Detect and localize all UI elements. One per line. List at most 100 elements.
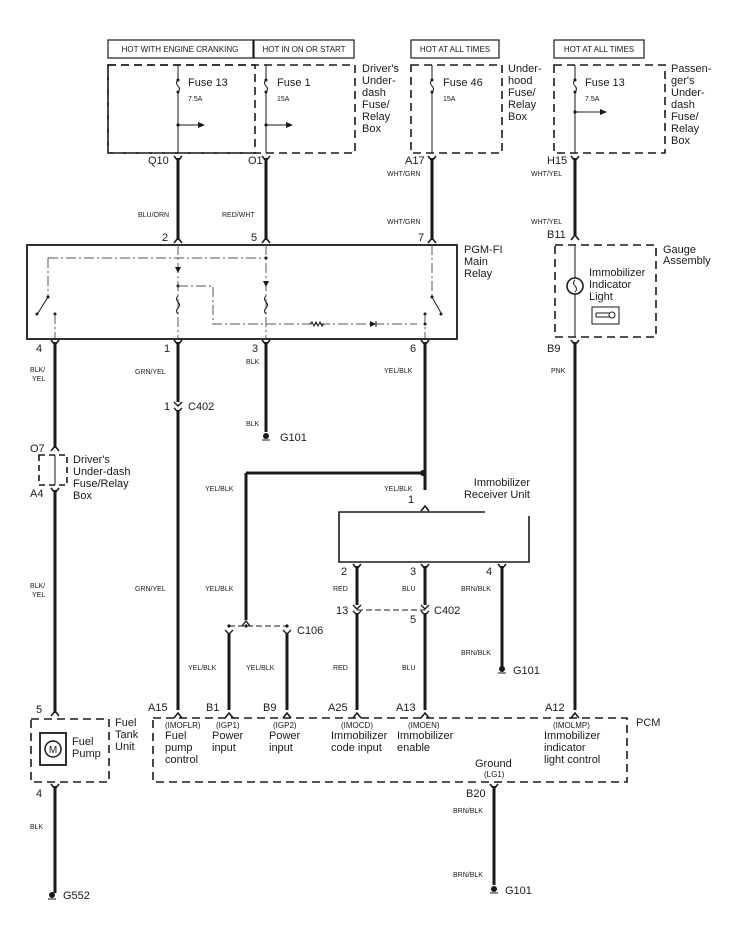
pcm-ground-code: (LG1) (484, 770, 505, 779)
wire-color-q10: BLU/ORN (138, 212, 169, 219)
svg-text:Unit: Unit (115, 741, 135, 753)
ground-g101-pcm: G101 (505, 885, 532, 897)
relay-pin-6: 6 (410, 343, 416, 355)
fuse-1-name: Fuse 1 (277, 77, 311, 89)
svg-text:Gauge: Gauge (663, 244, 696, 256)
fuse-46-name: Fuse 46 (443, 77, 483, 89)
fuse-13-passenger-symbol (573, 79, 577, 93)
fuel-tank-pin-4: 4 (36, 788, 42, 800)
pcm: PCM A15 (IMOFLR) Fuel pump control B1 (I… (148, 702, 660, 783)
svg-text:Immobilizer: Immobilizer (544, 730, 601, 742)
fuse-1-symbol (264, 79, 268, 93)
svg-text:Immobilizer: Immobilizer (397, 730, 454, 742)
diode-icon (175, 267, 181, 273)
pcm-pin-a15: A15 (148, 702, 168, 714)
arrow-right-icon (286, 122, 293, 128)
svg-text:Fuse/Relay: Fuse/Relay (73, 478, 129, 490)
svg-text:Tank: Tank (115, 729, 139, 741)
wire-b9-gauge: PNK (551, 342, 577, 710)
svg-text:Fuel: Fuel (72, 736, 93, 748)
gauge-assembly-name: Gauge Assembly (663, 244, 711, 267)
svg-text:Box: Box (73, 490, 92, 502)
fuse-46-symbol (430, 79, 434, 93)
wire-relay6: YEL/BLK YEL/BLK YEL/BLK YEL/BLK 1 (205, 342, 430, 620)
svg-text:enable: enable (397, 742, 430, 754)
fuse-1-rating: 15A (277, 96, 290, 103)
wire-color-c106-left: YEL/BLK (188, 665, 217, 672)
wire-color-o1: RED/WHT (222, 212, 255, 219)
wire-color-relay3-bottom: BLK (246, 421, 260, 428)
svg-text:Passen-: Passen- (671, 63, 712, 75)
relay-switch-right (431, 296, 442, 314)
wire-color-rx4-top: BRN/BLK (461, 586, 491, 593)
fuse-13-name: Fuse 13 (188, 77, 228, 89)
wire-color-rx3-top: BLU (402, 586, 416, 593)
key-icon (595, 312, 609, 318)
svg-text:Immobilizer: Immobilizer (589, 267, 646, 279)
relay-pin-2: 2 (162, 232, 168, 244)
wire-color-pump-ground: BLK (30, 824, 44, 831)
pin-o7: O7 (30, 443, 45, 455)
svg-text:Immobilizer: Immobilizer (331, 730, 388, 742)
relay-pin-7: 7 (418, 232, 424, 244)
ground-g101-relay: G101 (280, 432, 307, 444)
ground-g552: G552 (63, 890, 90, 902)
svg-text:Fuel: Fuel (165, 730, 186, 742)
wire-color-a17-bottom: WHT/GRN (387, 219, 420, 226)
svg-text:Box: Box (671, 135, 690, 147)
c402-pin-13: 13 (336, 605, 348, 617)
svg-text:Indicator: Indicator (589, 279, 632, 291)
wire-pcm-ground: B20 BRN/BLK BRN/BLK G101 (453, 783, 532, 897)
motor-icon (44, 740, 62, 758)
svg-text:Light: Light (589, 291, 613, 303)
wire-color-h15-bottom: WHT/YEL (531, 219, 562, 226)
svg-text:Under-dash: Under-dash (73, 466, 130, 478)
svg-text:light control: light control (544, 754, 600, 766)
pin-a17: A17 (405, 155, 425, 167)
pin-a4: A4 (30, 488, 43, 500)
drivers-fuse-box-lower-name: Driver's Under-dash Fuse/Relay Box (73, 454, 130, 502)
fuse-13-passenger-name: Fuse 13 (585, 77, 625, 89)
svg-text:Fuse/: Fuse/ (671, 111, 699, 123)
power-label-on-start: HOT IN ON OR START (253, 39, 355, 59)
wire-color-relay4-2: YEL (32, 376, 45, 383)
svg-text:Under-: Under- (671, 87, 705, 99)
svg-text:Fuse/: Fuse/ (508, 87, 536, 99)
c402-label-bottom: C402 (434, 605, 460, 617)
svg-text:control: control (165, 754, 198, 766)
wire-color-splice-left-lower: YEL/BLK (205, 586, 234, 593)
relay-switch-left (37, 296, 49, 314)
svg-text:Under-: Under- (362, 75, 396, 87)
svg-text:code input: code input (331, 742, 382, 754)
svg-text:Receiver Unit: Receiver Unit (464, 489, 530, 501)
wire-color-c402-grn: GRN/YEL (135, 586, 166, 593)
svg-text:Power: Power (269, 730, 301, 742)
svg-text:Driver's: Driver's (73, 454, 110, 466)
svg-text:Assembly: Assembly (663, 255, 711, 267)
drivers-fuse-box-outline (107, 64, 356, 154)
svg-text:Main: Main (464, 256, 488, 268)
wire-color-rx2-top: RED (333, 586, 348, 593)
wire-rx4: BRN/BLK BRN/BLK G101 (461, 566, 540, 677)
power-label-cranking-text: HOT WITH ENGINE CRANKING (122, 45, 239, 54)
relay-pin-1: 1 (164, 343, 170, 355)
c402-pin-1: 1 (164, 401, 170, 413)
fuse-46-rating: 15A (443, 96, 456, 103)
pcm-ground-label: Ground (475, 758, 512, 770)
pcm-code-a13: (IMOEN) (408, 721, 440, 730)
wire-color-rx3-bottom: BLU (402, 665, 416, 672)
svg-text:Relay: Relay (464, 268, 493, 280)
pcm-code-b1: (IGP1) (216, 721, 240, 730)
svg-text:Relay: Relay (362, 111, 391, 123)
arrow-right-icon (198, 122, 205, 128)
wire-color-pcm-ground-top: BRN/BLK (453, 808, 483, 815)
power-label-all-times-2: HOT AT ALL TIMES (553, 39, 645, 59)
svg-text:ger's: ger's (671, 75, 695, 87)
svg-text:pump: pump (165, 742, 193, 754)
drivers-underdash-fuse-box-lower: Driver's Under-dash Fuse/Relay Box (38, 454, 130, 502)
wire-color-h15-top: WHT/YEL (531, 171, 562, 178)
wire-color-receiver1: YEL/BLK (384, 486, 413, 493)
svg-text:Relay: Relay (671, 123, 700, 135)
wire-relay4: BLK/ YEL O7 (30, 342, 60, 455)
